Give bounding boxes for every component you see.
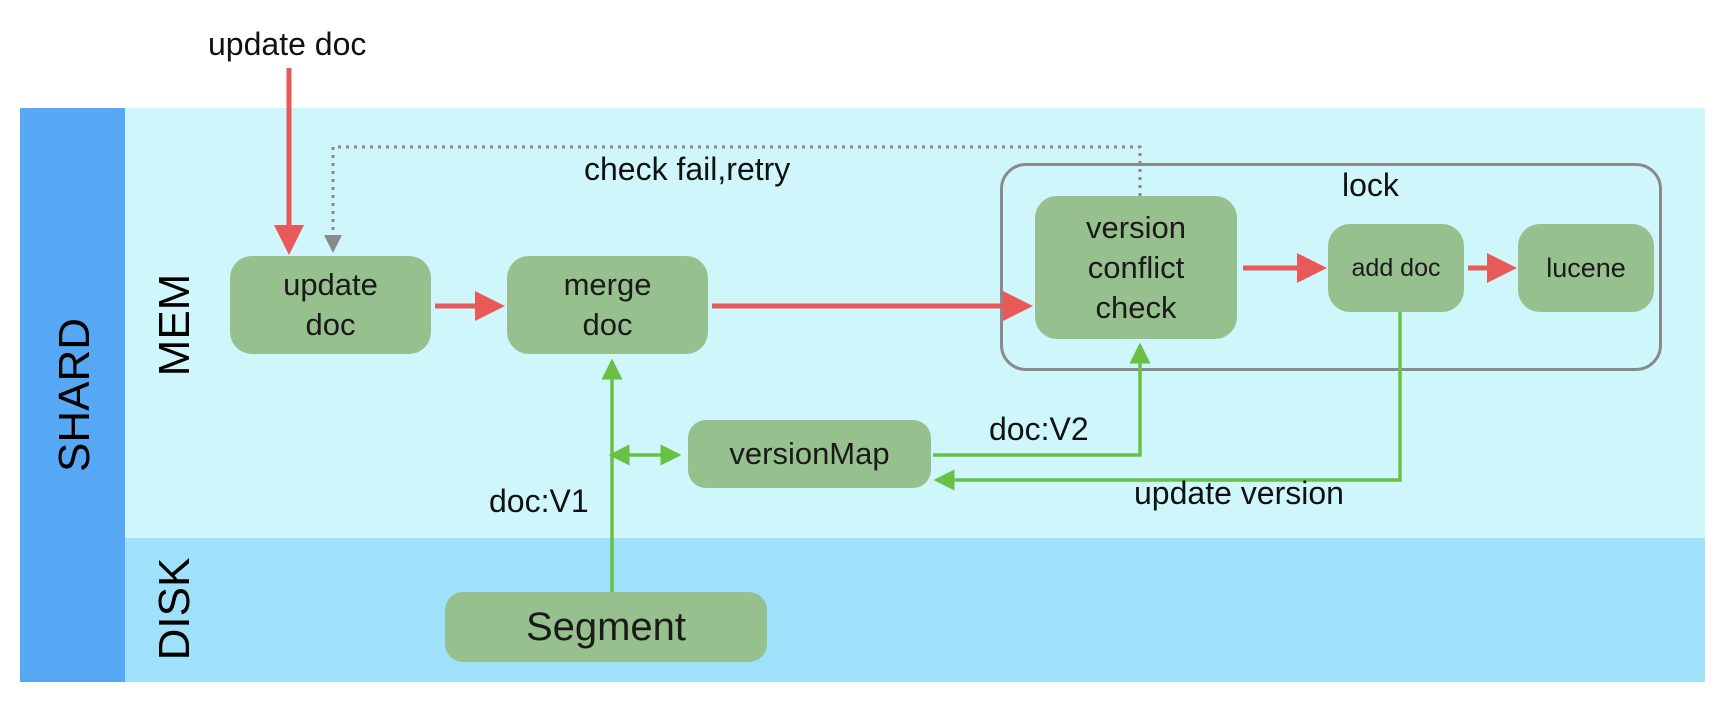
segment-node: Segment: [445, 592, 767, 662]
version-map-to-check-arrow: [933, 342, 1151, 457]
shard-lane: [20, 108, 125, 682]
update-version-label: update version: [1134, 475, 1344, 511]
doc-v2-label: doc:V2: [989, 411, 1089, 447]
add-doc-node: add doc: [1328, 224, 1464, 312]
retry-arrow: [324, 145, 1142, 253]
entry-label: update doc: [208, 26, 367, 62]
disk-lane: [125, 538, 1705, 682]
version-map-node: versionMap: [688, 420, 931, 488]
lucene-node: lucene: [1518, 224, 1654, 312]
update-doc-node: update doc: [230, 256, 431, 354]
retry-label: check fail,retry: [584, 151, 791, 187]
lock-label: lock: [1342, 167, 1399, 203]
doc-v1-label: doc:V1: [489, 483, 589, 519]
update-version-arrow: [933, 312, 1402, 491]
merge-doc-node: merge doc: [507, 256, 708, 354]
lock-group: [1000, 163, 1662, 371]
version-conflict-check-node: version conflict check: [1035, 196, 1237, 339]
